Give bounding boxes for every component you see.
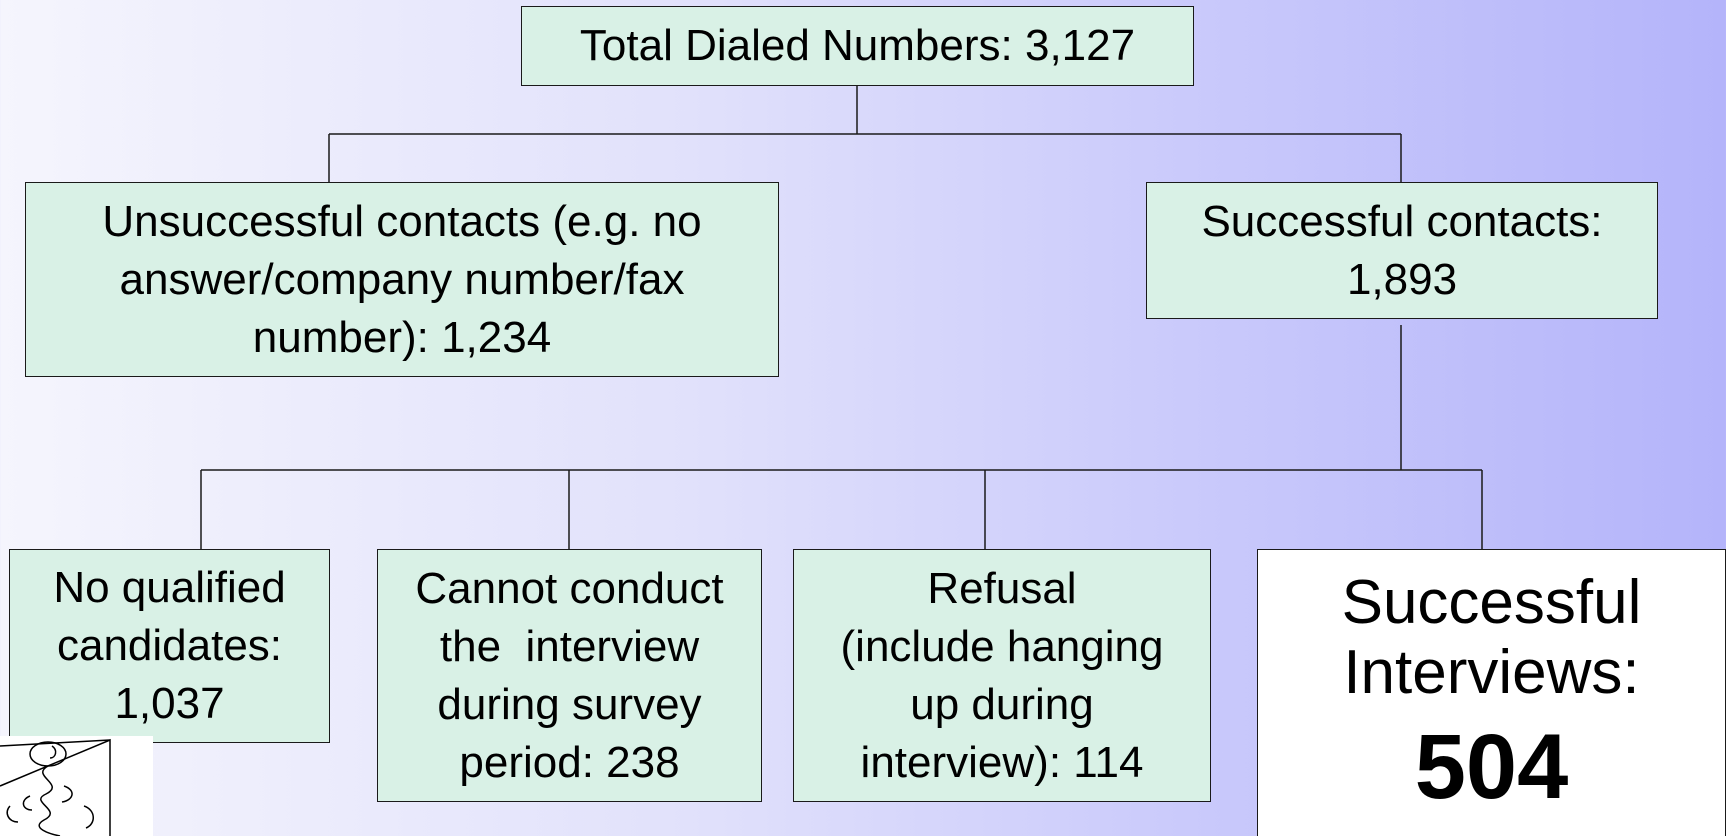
successful-interviews-box: Successful Interviews: 504 (1257, 549, 1726, 836)
interviews-line: Interviews: (1343, 638, 1640, 707)
refusal-line: Refusal (927, 563, 1077, 613)
no-qualified-line: candidates: (56, 621, 283, 670)
unsuccessful-line: answer/company number/fax (119, 254, 685, 304)
unsuccessful-contacts-box: Unsuccessful contacts (e.g. no answer/co… (25, 182, 779, 377)
no-qualified-line: 1,037 (114, 679, 225, 728)
total-dialed-box: Total Dialed Numbers: 3,127 (521, 6, 1194, 86)
total-dialed-label: Total Dialed Numbers: 3,127 (579, 21, 1136, 70)
cannot-conduct-line: Cannot conduct (415, 563, 724, 613)
successful-contacts-line: 1,893 (1346, 254, 1458, 304)
refusal-box: Refusal (include hanging up during inter… (793, 549, 1211, 802)
refusal-line: (include hanging (840, 621, 1164, 671)
successful-contacts-box: Successful contacts: 1,893 (1146, 182, 1658, 319)
unsuccessful-line: number): 1,234 (252, 312, 552, 362)
cannot-conduct-line: period: 238 (459, 737, 680, 787)
unsuccessful-line: Unsuccessful contacts (e.g. no (102, 196, 702, 246)
interviews-line: Successful (1341, 568, 1642, 637)
emblem-logo (0, 736, 153, 836)
no-qualified-candidates-box: No qualified candidates: 1,037 (9, 549, 330, 743)
interviews-count: 504 (1414, 716, 1569, 818)
no-qualified-line: No qualified (53, 563, 286, 612)
cannot-conduct-line: the interview (439, 621, 700, 671)
cannot-conduct-box: Cannot conduct the interview during surv… (377, 549, 762, 802)
refusal-line: interview): 114 (860, 737, 1144, 787)
cannot-conduct-line: during survey (437, 679, 702, 729)
refusal-line: up during (910, 679, 1094, 729)
successful-contacts-line: Successful contacts: (1201, 196, 1603, 246)
